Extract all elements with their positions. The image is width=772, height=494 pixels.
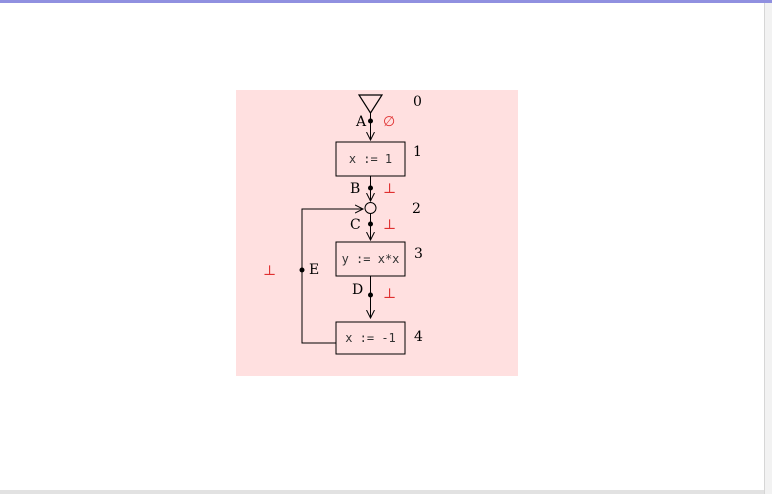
edge-b-point xyxy=(368,185,373,191)
edge-e-point xyxy=(299,267,305,273)
edge-value-b: ⊥ xyxy=(383,181,396,197)
node-number-4: 4 xyxy=(414,329,423,345)
edge-value-c: ⊥ xyxy=(383,217,396,233)
edge-d-point xyxy=(368,292,373,298)
entry-node-triangle xyxy=(357,94,384,115)
node-number-3: 3 xyxy=(414,246,423,262)
edge-label-a: A xyxy=(355,114,367,130)
edge-label-b: B xyxy=(350,181,360,197)
node-box-4 xyxy=(335,321,406,355)
edge-label-c: C xyxy=(350,217,361,233)
node-number-0: 0 xyxy=(413,94,422,110)
window-bottom-border xyxy=(0,490,764,494)
join-node-circle xyxy=(364,202,377,214)
diagram-panel xyxy=(236,90,518,376)
node-number-2: 2 xyxy=(412,201,421,217)
edge-value-e: ⊥ xyxy=(263,263,276,279)
edge-value-a: ∅ xyxy=(383,114,395,130)
edge-label-d: D xyxy=(352,282,363,298)
node-number-1: 1 xyxy=(413,144,422,160)
window-top-border xyxy=(0,0,772,3)
node-statement-4: x := -1 xyxy=(345,331,396,345)
edge-value-d: ⊥ xyxy=(383,286,396,302)
edge-c-point xyxy=(368,221,373,227)
scrollbar-track[interactable] xyxy=(764,3,772,494)
edge-a-point xyxy=(368,118,373,124)
edge-e-line xyxy=(301,209,363,344)
node-statement-3: y := x*x xyxy=(342,252,400,266)
edge-label-e: E xyxy=(309,262,319,278)
node-statement-1: x := 1 xyxy=(349,152,392,166)
